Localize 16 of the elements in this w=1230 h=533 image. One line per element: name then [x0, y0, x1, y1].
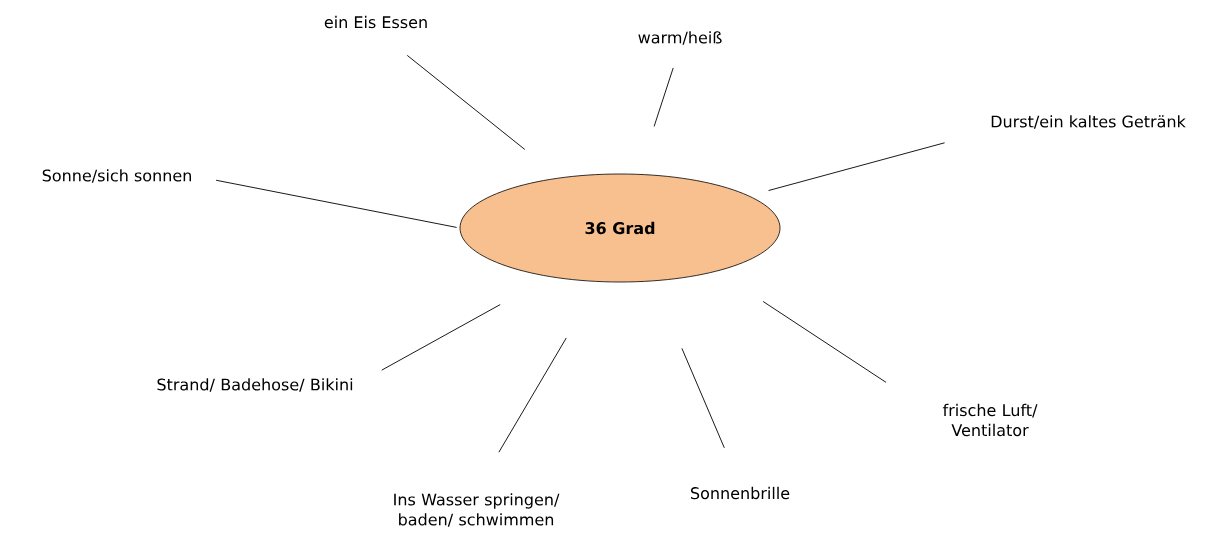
- text-label: Sonne/sich sonnen: [42, 169, 191, 183]
- text-label: Strand/ Badehose/ Bikini: [157, 378, 353, 392]
- connector-line: [653, 67, 674, 127]
- connector-line: [762, 301, 887, 383]
- text-label: frische Luft/ Ventilator: [942, 403, 1038, 437]
- text-label: warm/heiß: [638, 31, 722, 45]
- connector-line: [381, 304, 501, 371]
- text-label: Ins Wasser springen/ baden/ schwimmen: [394, 493, 560, 527]
- connector-line: [406, 54, 526, 150]
- connector-line: [768, 142, 946, 191]
- connector-line: [681, 347, 725, 449]
- connector-line: [215, 179, 458, 228]
- text-label: Sonnenbrille: [691, 486, 790, 500]
- text-label: Durst/ein kaltes Getränk: [991, 115, 1186, 129]
- text-label: ein Eis Essen: [324, 15, 427, 29]
- connector-line: [498, 337, 567, 453]
